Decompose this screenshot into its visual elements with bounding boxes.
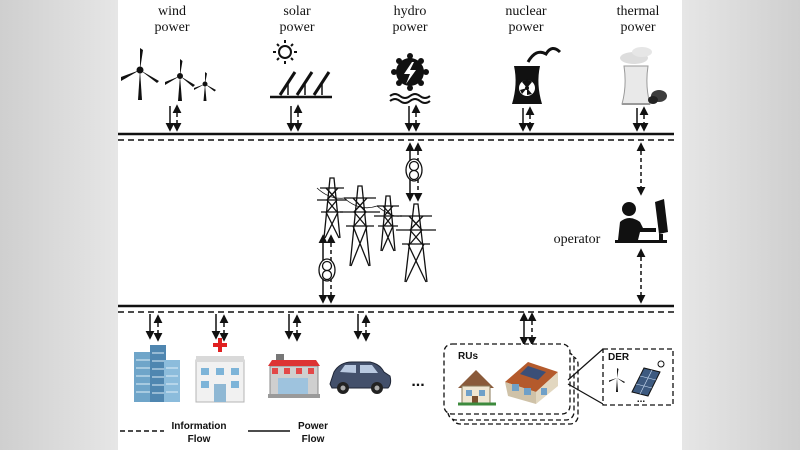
solar-panel-icon: [270, 40, 332, 99]
transformer-icon: [405, 158, 423, 182]
residential-house-icon: [458, 370, 496, 406]
der-wind-turbine-icon: [609, 368, 625, 392]
svg-text:power: power: [621, 20, 656, 35]
svg-text:nuclear: nuclear: [505, 4, 547, 19]
der-connector: [567, 348, 604, 405]
der-solar-panel-icon: [631, 360, 665, 397]
svg-text:thermal: thermal: [617, 4, 660, 19]
source-label-nuclear: nuclear power: [505, 4, 547, 35]
commercial-building-icon: [134, 345, 180, 402]
source-arrows: [165, 104, 649, 132]
wind-turbine-icon: [121, 48, 216, 101]
thermal-plant-icon: [620, 47, 667, 105]
der-box: [602, 348, 674, 406]
source-label-wind: wind power: [155, 4, 190, 35]
car-icon: [329, 361, 392, 394]
svg-text:power: power: [393, 20, 428, 35]
legend-power-line1: Power: [298, 421, 328, 432]
legend-information-line2: Flow: [188, 434, 211, 445]
der-label: DER: [608, 352, 630, 363]
svg-text:power: power: [509, 20, 544, 35]
operator-label: operator: [554, 232, 601, 247]
svg-text:wind: wind: [158, 4, 186, 19]
legend-information-line1: Information: [172, 421, 227, 432]
smart-home-icon: [505, 362, 558, 404]
hospital-icon: [195, 338, 245, 403]
svg-text:power: power: [280, 20, 315, 35]
generation-bus: [118, 132, 674, 141]
background-right: [682, 0, 800, 450]
transformer-icon: [318, 258, 336, 282]
operator-icon: [615, 199, 668, 243]
more-loads-ellipsis: ...: [411, 373, 424, 390]
factory-icon: [268, 354, 320, 398]
svg-text:power: power: [155, 20, 190, 35]
svg-text:hydro: hydro: [394, 4, 427, 19]
background-left: [0, 0, 118, 450]
legend-power-line2: Flow: [302, 434, 325, 445]
distribution-bus: [118, 304, 674, 313]
der-ellipsis: ...: [637, 394, 646, 405]
source-label-hydro: hydro power: [393, 4, 428, 35]
rus-label: RUs: [458, 351, 478, 362]
source-label-thermal: thermal power: [617, 4, 660, 35]
transmission-tower-icon: [316, 177, 436, 283]
svg-text:solar: solar: [283, 4, 311, 19]
hydro-turbine-icon: [389, 53, 431, 104]
legend: Information Flow Power Flow: [120, 421, 328, 445]
nuclear-plant-icon: [512, 47, 562, 104]
load-arrows: [145, 312, 537, 346]
source-label-solar: solar power: [280, 4, 315, 35]
